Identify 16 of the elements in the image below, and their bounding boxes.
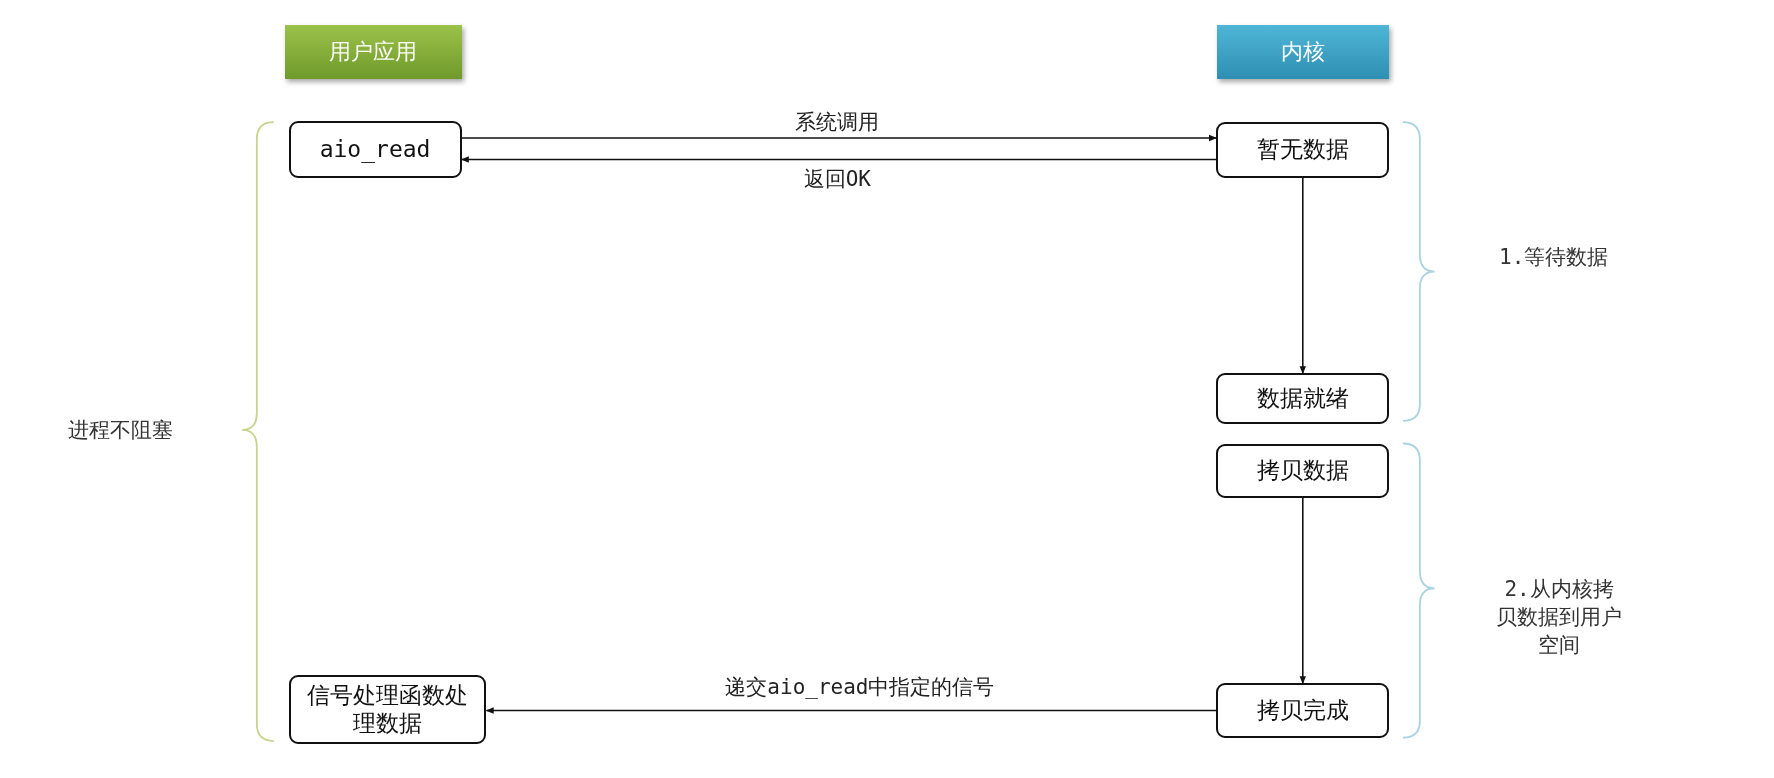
header-box: 内核 (1217, 24, 1390, 80)
process-box: 拷贝完成 (1216, 683, 1390, 738)
arrow (485, 707, 1218, 714)
brace-label: 2.从内核拷贝数据到用户空间 (1495, 575, 1623, 660)
process-box: 暂无数据 (1216, 122, 1390, 178)
brace-label: 进程不阻塞 (67, 417, 173, 445)
process-box: 数据就绪 (1216, 373, 1390, 425)
process-box: 拷贝数据 (1216, 443, 1390, 498)
arrow (460, 156, 1218, 163)
header-box: 用户应用 (285, 24, 462, 80)
arrow (1299, 497, 1306, 685)
brace-label: 1.等待数据 (1499, 244, 1609, 272)
process-box: aio_read (288, 121, 462, 178)
process-box: 信号处理函数处理数据 (288, 675, 487, 745)
arrow (1299, 176, 1306, 375)
arrow (460, 134, 1218, 142)
